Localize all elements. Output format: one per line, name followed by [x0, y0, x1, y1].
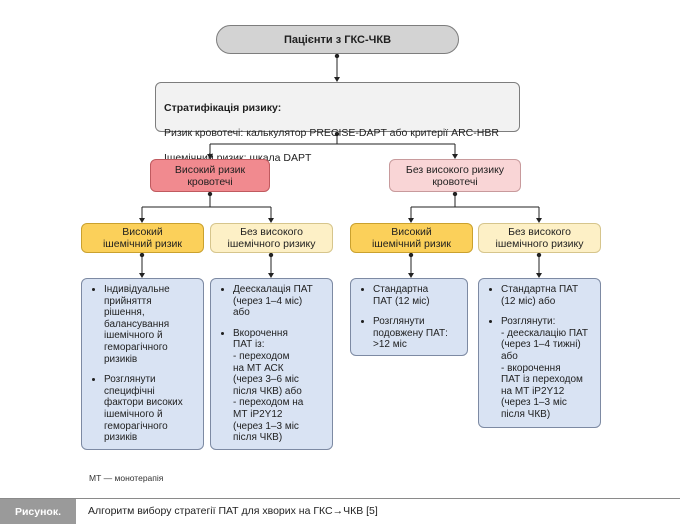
no-high-ischemic-risk-node-1: Без високого ішемічного ризику [210, 223, 333, 253]
no-high-ischemic-risk-node-2: Без високого ішемічного ризику [478, 223, 601, 253]
high-bleeding-risk-node: Високий ризик кровотечі [150, 159, 270, 192]
action-item: Індивідуальне прийняття рішення, балансу… [104, 284, 197, 365]
action-box-2: Деескалація ПАТ (через 1–4 міс) або Вкор… [210, 278, 333, 450]
patients-node: Пацієнти з ГКС-ЧКВ [216, 25, 459, 54]
action-item: Розглянути специфічні фактори високих іш… [104, 374, 197, 444]
action-item: Вкорочення ПАТ із: - переходом на МТ АСК… [233, 328, 326, 444]
high-ischemic-risk-node-1: Високий ішемічний ризик [81, 223, 204, 253]
action-item: Стандартна ПАТ (12 міс) або [501, 284, 594, 307]
action-item: Розглянути: - деескалацію ПАТ (через 1–4… [501, 316, 594, 420]
action-box-3: Стандартна ПАТ (12 міс) Розглянути подов… [350, 278, 468, 356]
stratification-bleeding-line: Ризик кровотечі: калькулятор PRECISE-DAP… [164, 126, 499, 139]
no-high-bleeding-risk-node: Без високого ризику кровотечі [389, 159, 521, 192]
action-box-1: Індивідуальне прийняття рішення, балансу… [81, 278, 204, 450]
stratification-title: Стратифікація ризику: [164, 101, 282, 114]
figure-caption: Рисунок. Алгоритм вибору стратегії ПАТ д… [0, 498, 680, 524]
caption-text: Алгоритм вибору стратегії ПАТ для хворих… [88, 505, 378, 517]
abbreviation-note: МТ — монотерапія [89, 473, 164, 483]
caption-label: Рисунок. [0, 499, 76, 524]
action-box-4: Стандартна ПАТ (12 міс) або Розглянути: … [478, 278, 601, 428]
risk-stratification-node: Стратифікація ризику: Ризик кровотечі: к… [155, 82, 520, 164]
action-item: Розглянути подовжену ПАТ: >12 міс [373, 316, 461, 351]
high-ischemic-risk-node-2: Високий ішемічний ризик [350, 223, 473, 253]
action-item: Деескалація ПАТ (через 1–4 міс) або [233, 284, 326, 319]
action-item: Стандартна ПАТ (12 міс) [373, 284, 461, 307]
